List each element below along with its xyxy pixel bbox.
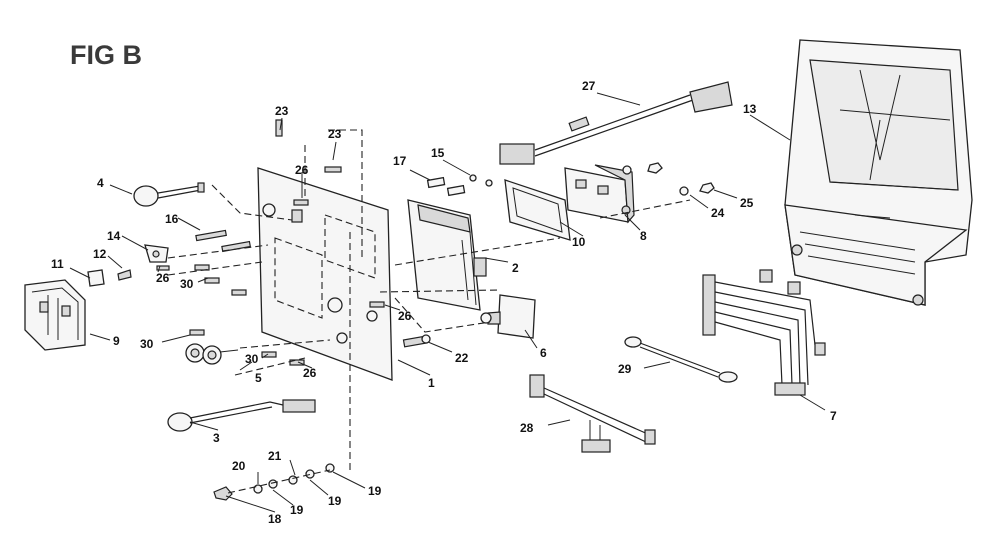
callout-25: 25 (740, 196, 754, 210)
callout-22: 22 (455, 351, 469, 365)
part-22-bolt (402, 334, 431, 348)
callout-2: 2 (512, 261, 519, 275)
callout-26a: 26 (295, 163, 309, 177)
figure-title: FIG B (70, 40, 142, 70)
part-17-standoffs (426, 176, 466, 197)
assembly-lines (167, 129, 691, 494)
callout-10: 10 (572, 235, 586, 249)
part-15-nuts (469, 174, 493, 187)
part-5-binding-posts (185, 343, 239, 365)
callout-12: 12 (93, 247, 107, 261)
part-1-mounting-plate (257, 167, 393, 381)
callout-23b: 23 (328, 127, 342, 141)
callout-20: 20 (232, 459, 246, 473)
callout-16: 16 (165, 212, 179, 226)
callout-13: 13 (743, 102, 757, 116)
callout-14: 14 (107, 229, 121, 243)
part-12-screw (117, 269, 132, 281)
callout-11: 11 (51, 257, 64, 271)
callout-19c: 19 (368, 484, 382, 498)
callout-19b: 19 (328, 494, 342, 508)
callout-30b: 30 (140, 337, 154, 351)
callout-23a: 23 (275, 104, 289, 118)
callout-4: 4 (97, 176, 104, 190)
callout-1: 1 (428, 376, 435, 390)
callout-6: 6 (540, 346, 547, 360)
part-3-lamp (167, 399, 316, 432)
callout-28: 28 (520, 421, 534, 435)
callout-26b: 26 (156, 271, 170, 285)
callout-26c: 26 (303, 366, 317, 380)
callout-15: 15 (431, 146, 445, 160)
part-6-circuit-breaker (480, 294, 536, 339)
part-11-clip (87, 269, 105, 287)
part-24-washer (622, 165, 689, 196)
callout-9: 9 (113, 334, 120, 348)
callout-17: 17 (393, 154, 407, 168)
screws (156, 119, 385, 366)
callout-24: 24 (711, 206, 725, 220)
part-27-cable (499, 81, 733, 165)
callout-labels: 23 23 4 26 16 14 11 12 26 30 9 30 30 5 2… (51, 79, 837, 526)
part-7-wire-harness (702, 269, 826, 396)
part-13-housing (784, 39, 973, 306)
part-4-plug (133, 182, 205, 207)
callout-27: 27 (582, 79, 596, 93)
callout-29: 29 (618, 362, 632, 376)
part-29-ground-strap (624, 336, 738, 383)
part-9-cover (24, 279, 86, 351)
callout-5: 5 (255, 371, 262, 385)
part-10-gasket (504, 179, 571, 241)
callout-30c: 30 (245, 352, 259, 366)
callout-26d: 26 (398, 309, 412, 323)
callout-18: 18 (268, 512, 282, 526)
part-14-bracket (144, 244, 169, 263)
callout-7: 7 (830, 409, 837, 423)
leader-lines (69, 92, 826, 513)
part-2-control-board (407, 199, 487, 311)
callout-3: 3 (213, 431, 220, 445)
callout-30a: 30 (180, 277, 194, 291)
callout-8: 8 (640, 229, 647, 243)
callout-21: 21 (268, 449, 282, 463)
callout-19a: 19 (290, 503, 304, 517)
part-8-receptacle (564, 164, 635, 224)
part-25-nut (647, 162, 715, 194)
part-28-wire-harness (529, 374, 656, 453)
